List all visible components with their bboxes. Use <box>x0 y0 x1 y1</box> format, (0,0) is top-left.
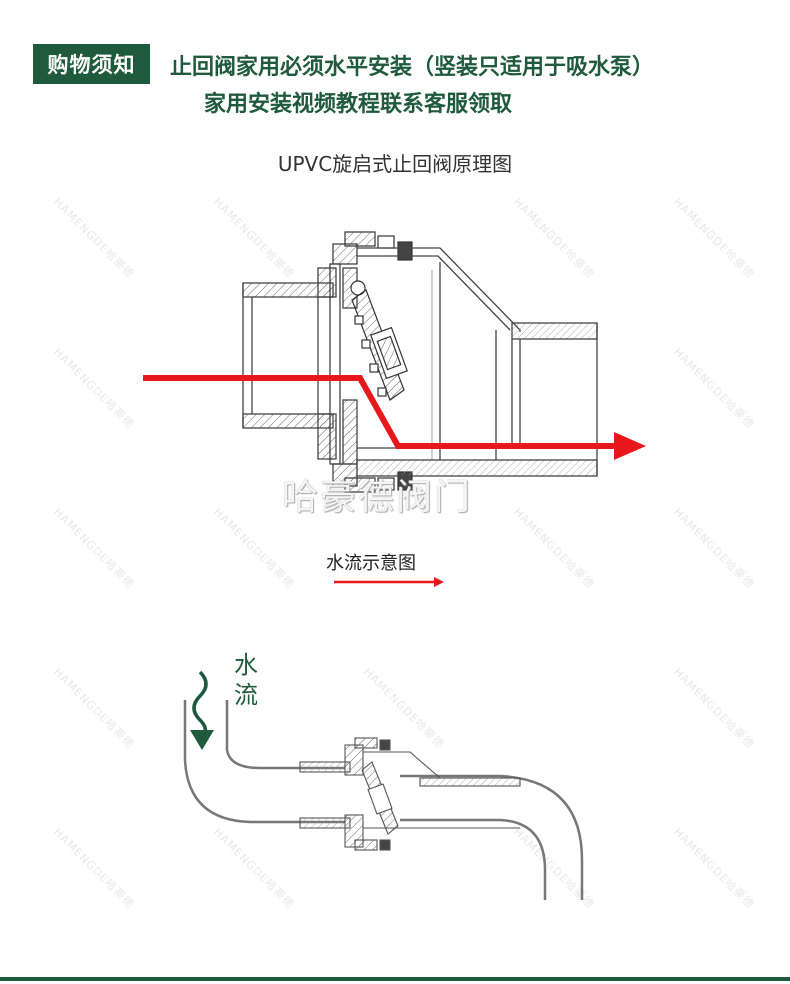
flow-legend-label: 水流示意图 <box>326 553 416 574</box>
installation-valve <box>299 737 521 851</box>
inlet-socket <box>242 267 337 460</box>
water-flow-label: 水 流 <box>232 650 260 710</box>
flow-path-arrow <box>143 375 646 460</box>
notice-line-1: 止回阀家用必须水平安装（竖装只适用于吸水泵） <box>170 55 655 80</box>
notice-badge: 购物须知 <box>33 44 150 84</box>
water-flow-arrow <box>190 670 214 750</box>
diagram-title: UPVC旋启式止回阀原理图 <box>277 152 513 176</box>
water-label-char-1: 水 <box>234 651 258 679</box>
notice-line-2: 家用安装视频教程联系客服领取 <box>204 92 513 117</box>
brand-watermark: 哈豪德阀门 <box>282 477 473 518</box>
swing-disc <box>350 280 408 401</box>
bottom-divider <box>0 977 790 981</box>
installation-pipe-diagram <box>183 700 584 900</box>
flow-legend-arrow <box>334 577 444 587</box>
valve-body <box>342 247 598 477</box>
water-label-char-2: 流 <box>234 681 258 709</box>
